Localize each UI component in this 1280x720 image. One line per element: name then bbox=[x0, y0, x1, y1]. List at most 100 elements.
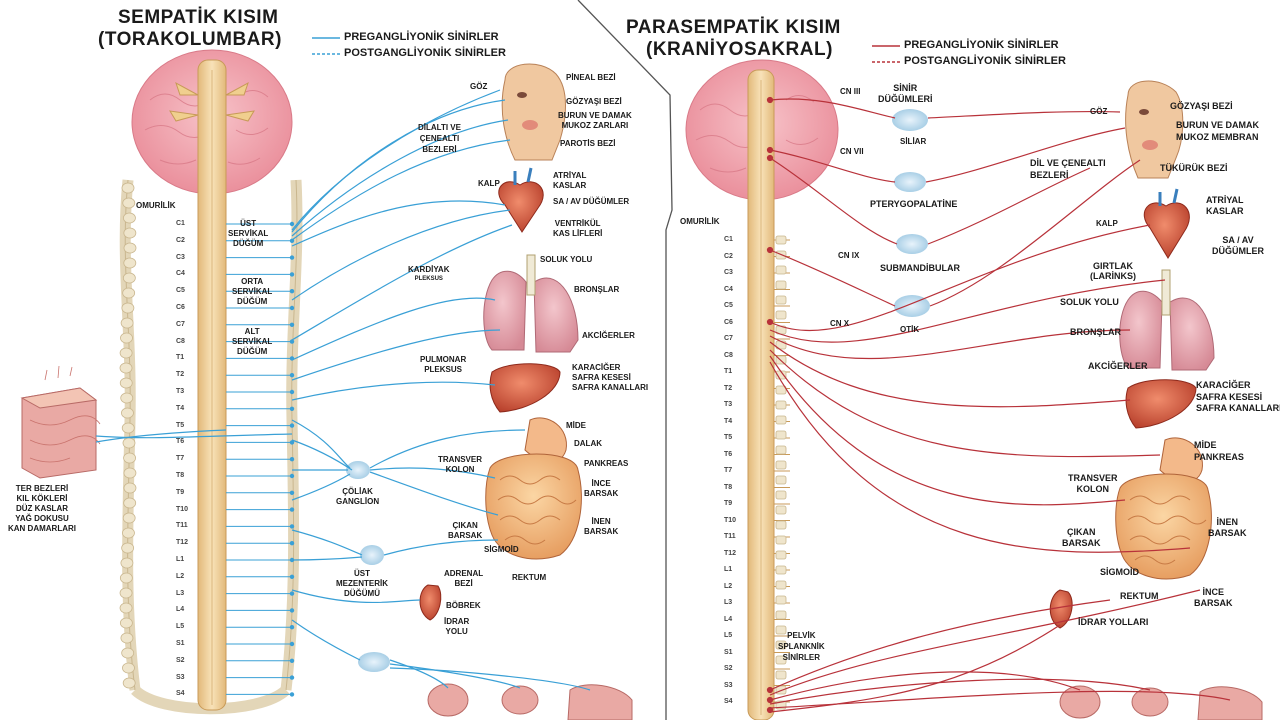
cn7-label: CN VII bbox=[840, 147, 864, 156]
parasympathetic-nerve-fiber bbox=[925, 127, 1126, 183]
vertebra-bead bbox=[121, 407, 134, 419]
vertebra-label-right: C3 bbox=[724, 269, 733, 276]
parasympathetic-nerve-fiber bbox=[769, 249, 896, 307]
sympathetic-nerve-fiber bbox=[291, 589, 421, 604]
vertebra-label-right: L2 bbox=[724, 582, 733, 590]
parasympathetic-nerve-fiber bbox=[769, 589, 1201, 696]
bronchi-label-left: BRONŞLAR bbox=[574, 285, 620, 294]
vertebra-label-left: L5 bbox=[176, 623, 185, 631]
heart-label-left: KALP bbox=[478, 179, 500, 188]
legend-preganglionic-left: PREGANGLİYONİK SİNİRLER bbox=[344, 31, 499, 43]
vertebra-body-right bbox=[775, 640, 787, 650]
vertebra-bead bbox=[123, 482, 137, 494]
vertebra-bead bbox=[123, 257, 137, 269]
heart-right bbox=[1143, 202, 1190, 259]
vertebra-label-right: T1 bbox=[724, 368, 733, 375]
skin-tissue-block bbox=[20, 365, 101, 479]
vertebra-bead bbox=[123, 467, 137, 479]
cn9-label: CN IX bbox=[838, 251, 860, 260]
vertebra-bead bbox=[121, 182, 135, 194]
vertebra-bead bbox=[120, 317, 134, 329]
panel-divider bbox=[577, 0, 673, 720]
vertebra-bead bbox=[122, 527, 135, 539]
vertebra-label-right: C7 bbox=[724, 335, 733, 342]
chain-ganglion-left bbox=[289, 457, 295, 462]
vertebra-bead bbox=[121, 647, 135, 659]
legend-postganglionic-left: POSTGANGLİYONİK SİNİRLER bbox=[344, 47, 506, 59]
digestive-left bbox=[485, 417, 582, 560]
vertebra-label-left: T7 bbox=[176, 455, 185, 463]
parasympathetic-nerve-fiber bbox=[769, 671, 1081, 701]
vertebra-label-right: T11 bbox=[724, 533, 736, 540]
vertebra-body-right bbox=[775, 235, 787, 245]
vertebra-label-left: T2 bbox=[176, 371, 185, 379]
vertebra-body-right bbox=[775, 310, 787, 320]
sympathetic-nerve-fiber bbox=[291, 224, 513, 341]
rectum-label-right: REKTUM bbox=[1120, 591, 1159, 601]
sa-av-label-left: SA / AV DÜĞÜMLER bbox=[553, 197, 630, 206]
vertebra-label-right: C2 bbox=[724, 252, 733, 260]
sympathetic-nerve-fiber bbox=[369, 467, 496, 479]
sympathetic-nerves bbox=[95, 89, 591, 691]
sympathetic-nerve-fiber bbox=[291, 139, 511, 241]
vertebra-label-right: C5 bbox=[724, 302, 733, 309]
pancreas-label-left: PANKREAS bbox=[584, 459, 629, 468]
parasympathetic-nerve-fiber bbox=[769, 157, 898, 245]
vertebra-bead bbox=[123, 497, 137, 509]
chain-ganglion-left bbox=[289, 389, 295, 395]
parasympathetic-nerve-fiber bbox=[769, 98, 896, 119]
vertebra-body-right bbox=[775, 475, 787, 485]
sympathetic-nerve-fiber bbox=[291, 119, 509, 237]
lungs-left bbox=[483, 254, 579, 353]
vertebra-bead bbox=[120, 557, 134, 569]
pineal-label: PİNEAL BEZİ bbox=[566, 73, 616, 82]
vertebra-bead bbox=[122, 272, 136, 284]
chain-ganglion-left bbox=[289, 289, 295, 294]
sympathetic-nerve-fiber bbox=[291, 89, 501, 231]
vertebra-label-left: T12 bbox=[176, 539, 189, 547]
vertebra-label-right: L1 bbox=[724, 566, 733, 573]
vertebra-label-right: T7 bbox=[724, 467, 733, 474]
vertebra-body-right bbox=[775, 670, 787, 680]
sympathetic-nerve-fiber bbox=[291, 473, 351, 501]
chain-ganglion-left bbox=[289, 507, 295, 512]
parasympathetic-nerve-fiber bbox=[769, 224, 1151, 332]
skin-effectors-label: TER BEZLERİ KIL KÖKLERİ DÜZ KASLAR YAĞ D… bbox=[8, 484, 76, 533]
vertebra-body-right bbox=[775, 385, 787, 395]
parasympathetic-nerve-fiber bbox=[769, 329, 1131, 360]
legend-postganglionic-right: POSTGANGLİYONİK SİNİRLER bbox=[904, 55, 1066, 67]
sympathetic-nerve-fiber bbox=[291, 329, 501, 381]
vertebra-bead bbox=[122, 677, 136, 689]
sympathetic-chain-beads bbox=[119, 182, 137, 689]
urinary-label-right: İDRAR YOLLARI bbox=[1078, 617, 1149, 627]
nucleus-dot bbox=[766, 154, 774, 162]
parasympathetic-nerve-fiber bbox=[929, 159, 1141, 307]
chain-ganglion-left bbox=[289, 440, 295, 445]
spleen-label: DALAK bbox=[574, 439, 602, 448]
vertebra-bead bbox=[120, 392, 134, 404]
vertebra-label-left: T4 bbox=[176, 404, 185, 412]
chain-ganglion-left bbox=[289, 305, 295, 311]
spinal-cord-label-right: OMURİLİK bbox=[680, 217, 720, 226]
vertebrae-ticks-left bbox=[226, 221, 295, 697]
stomach-label-left: MİDE bbox=[566, 421, 586, 430]
vertebra-bead bbox=[119, 572, 133, 584]
chain-ganglion-left bbox=[289, 524, 295, 529]
spinal-cord-label-left: OMURİLİK bbox=[136, 201, 176, 210]
vertebra-label-right: T12 bbox=[724, 549, 737, 557]
vertebra-label-right: T5 bbox=[724, 434, 733, 441]
parasympathetic-subtitle: (KRANİYOSAKRAL) bbox=[646, 39, 833, 60]
head-right bbox=[1125, 80, 1184, 179]
lungs-label-left: AKCİĞERLER bbox=[582, 331, 635, 340]
